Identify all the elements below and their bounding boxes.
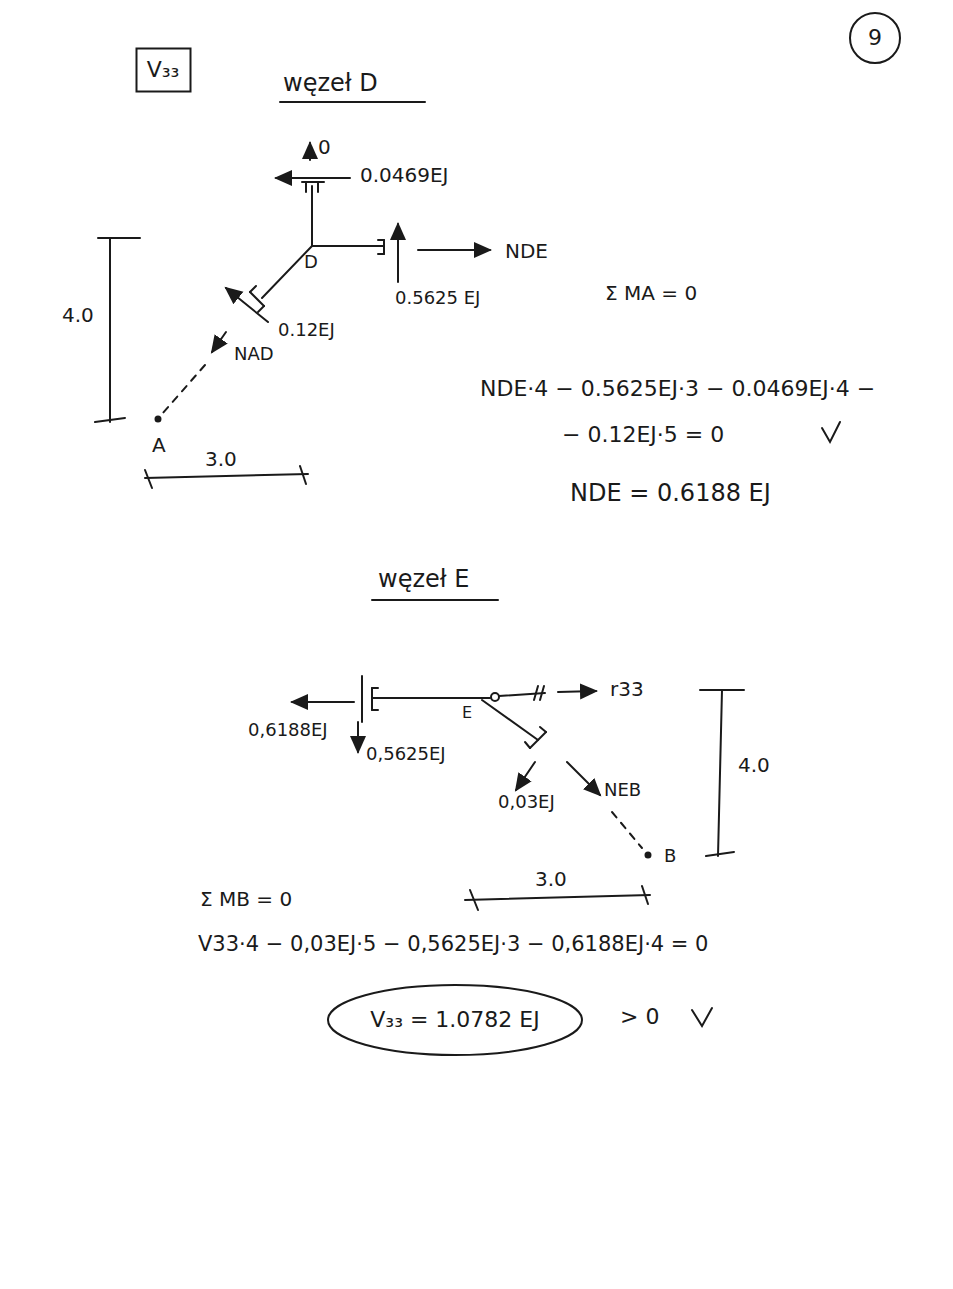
handwritten-label: 0: [318, 136, 331, 159]
underline: [372, 599, 498, 601]
handwritten-label: Σ MA = 0: [605, 282, 697, 305]
handwritten-label: B: [664, 846, 676, 867]
handwritten-label: Σ MB = 0: [200, 888, 292, 911]
outline-shape: [850, 13, 900, 63]
handwritten-label: 3.0: [535, 868, 567, 891]
handwritten-label: A: [152, 434, 166, 457]
handwritten-label: 0.5625 EJ: [395, 288, 480, 309]
handwritten-label: 0,5625EJ: [366, 744, 446, 765]
handwritten-label: r33: [610, 678, 644, 701]
handwritten-label: 0.12EJ: [278, 320, 335, 341]
boxed-label: V₃₃: [135, 47, 192, 93]
outline-shape: [328, 985, 582, 1055]
handwritten-label: 0.0469EJ: [360, 164, 449, 187]
handwritten-label: 0,6188EJ: [248, 720, 328, 741]
handwritten-label: 0,03EJ: [498, 792, 555, 813]
handwritten-label: > 0: [620, 1004, 659, 1029]
page-number-circle: 9: [848, 11, 902, 65]
node-text: V₃₃ = 1.0782 EJ: [370, 1007, 539, 1032]
handwritten-label: 3.0: [205, 448, 237, 471]
handwritten-label: 4.0: [62, 304, 94, 327]
handwritten-label: − 0.12EJ·5 = 0: [562, 422, 724, 447]
handwritten-label: E: [462, 704, 472, 722]
node-e-sketch: [292, 676, 744, 1026]
handwritten-label: NAD: [234, 344, 274, 365]
node-d-sketch: [95, 143, 840, 488]
handwritten-label: D: [304, 252, 318, 273]
handwritten-label: V33·4 − 0,03EJ·5 − 0,5625EJ·3 − 0,6188EJ…: [198, 932, 708, 956]
handwritten-label: NDE·4 − 0.5625EJ·3 − 0.0469EJ·4 −: [480, 376, 875, 401]
node-text: 9: [868, 25, 882, 50]
underline: [280, 101, 425, 103]
handwritten-label: węzeł E: [378, 566, 469, 594]
node-text: V₃₃: [147, 57, 180, 82]
result-ellipse: V₃₃ = 1.0782 EJ: [326, 983, 584, 1057]
handwritten-label: NDE: [505, 240, 548, 263]
handwritten-label: NDE = 0.6188 EJ: [570, 480, 771, 508]
handwritten-label: NEB: [604, 780, 641, 801]
handwritten-label: 4.0: [738, 754, 770, 777]
outline-shape: [136, 49, 190, 92]
handwritten-label: węzeł D: [283, 70, 378, 98]
